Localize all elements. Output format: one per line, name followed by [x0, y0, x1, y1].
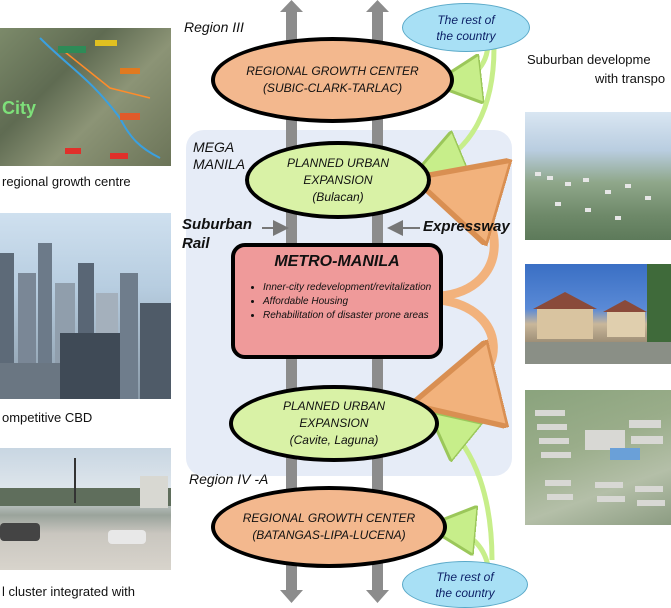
rgc-north-sub: (SUBIC-CLARK-TARLAC) [262, 81, 403, 95]
mega-manila-label: MEGA MANILA [193, 139, 245, 173]
map-city-label: City [2, 98, 37, 118]
metro-bullet-list: Inner-city redevelopment/revitalization … [245, 281, 431, 323]
rest-top-line2: the country [436, 28, 496, 43]
rest-of-country-top: The rest of the country [402, 3, 530, 52]
pue-north-line2: EXPANSION [303, 172, 373, 187]
metro-bullet: Inner-city redevelopment/revitalization [263, 281, 431, 294]
expressway-arrow-up-icon [366, 0, 389, 12]
expressway-label: Expressway [423, 218, 510, 235]
metro-manila-box: METRO-MANILA Inner-city redevelopment/re… [231, 243, 443, 359]
rgc-south-title: REGIONAL GROWTH CENTER [242, 511, 416, 525]
rest-bottom-line1: The rest of [436, 569, 494, 584]
caption-regional-growth: regional growth centre [2, 174, 131, 189]
expressway-arrow-down-icon [366, 590, 389, 603]
rgc-north-title: REGIONAL GROWTH CENTER [246, 64, 419, 78]
suburban-shapes [535, 172, 651, 220]
industrial-shapes [0, 458, 171, 544]
caption-industrial-cluster: l cluster integrated with [2, 584, 135, 599]
houses-shapes [525, 264, 671, 364]
photo-suburban-houses [525, 264, 671, 364]
metro-bullet: Rehabilitation of disaster prone areas [263, 309, 431, 322]
arrow-bottom-to-rgc [446, 528, 491, 567]
mega-label-line2: MANILA [193, 156, 246, 172]
pue-south-line2: EXPANSION [299, 416, 369, 430]
rest-top-line1: The rest of [437, 12, 495, 27]
map-overlay [39, 37, 161, 159]
pue-south-sub: (Cavite, Laguna) [289, 433, 379, 447]
pue-south-line1: PLANNED URBAN [282, 399, 386, 413]
region-iii-label: Region III [184, 19, 244, 35]
rgc-south-sub: (BATANGAS-LIPA-LUCENA) [252, 528, 406, 542]
photo-industrial-cluster [0, 448, 171, 570]
photo-suburban-aerial [525, 112, 671, 240]
planned-urban-expansion-north: PLANNED URBAN EXPANSION (Bulacan) [245, 141, 431, 219]
planned-urban-expansion-south: PLANNED URBAN EXPANSION (Cavite, Laguna) [229, 385, 439, 462]
new-town-shapes [535, 410, 665, 506]
regional-growth-center-south: REGIONAL GROWTH CENTER (BATANGAS-LIPA-LU… [211, 486, 447, 568]
metro-bullet: Affordable Housing [263, 295, 431, 308]
rest-of-country-bottom: The rest of the country [402, 561, 528, 608]
mega-label-line1: MEGA [193, 139, 235, 155]
suburban-rail-line2: Rail [182, 235, 210, 252]
rail-arrow-down-icon [280, 590, 303, 603]
metro-manila-title: METRO-MANILA [274, 253, 400, 270]
suburban-rail-line1: Suburban [182, 216, 252, 233]
region-iv-a-label: Region IV -A [189, 471, 269, 487]
rest-bottom-line2: the country [435, 585, 495, 600]
regional-growth-center-north: REGIONAL GROWTH CENTER (SUBIC-CLARK-TARL… [211, 37, 454, 123]
arrow-metro-to-pue-north [440, 188, 494, 301]
pue-north-sub: (Bulacan) [312, 189, 364, 204]
suburban-rail-label: Suburban Rail [182, 215, 252, 253]
arrow-metro-to-pue-south [440, 295, 493, 396]
photo-new-town-aerial [525, 390, 671, 525]
photo-aerial-map: City [0, 28, 171, 166]
rail-arrow-up-icon [280, 0, 303, 12]
arrow-bottom-to-pue [444, 424, 495, 561]
caption-competitive-cbd: ompetitive CBD [2, 410, 93, 425]
photo-cbd-skyline [0, 213, 171, 399]
pue-north-line1: PLANNED URBAN [286, 155, 390, 170]
skyline-shapes [0, 243, 171, 399]
caption-suburban-line1: Suburban developme [527, 52, 651, 67]
caption-suburban-line2: with transpo [595, 71, 666, 86]
